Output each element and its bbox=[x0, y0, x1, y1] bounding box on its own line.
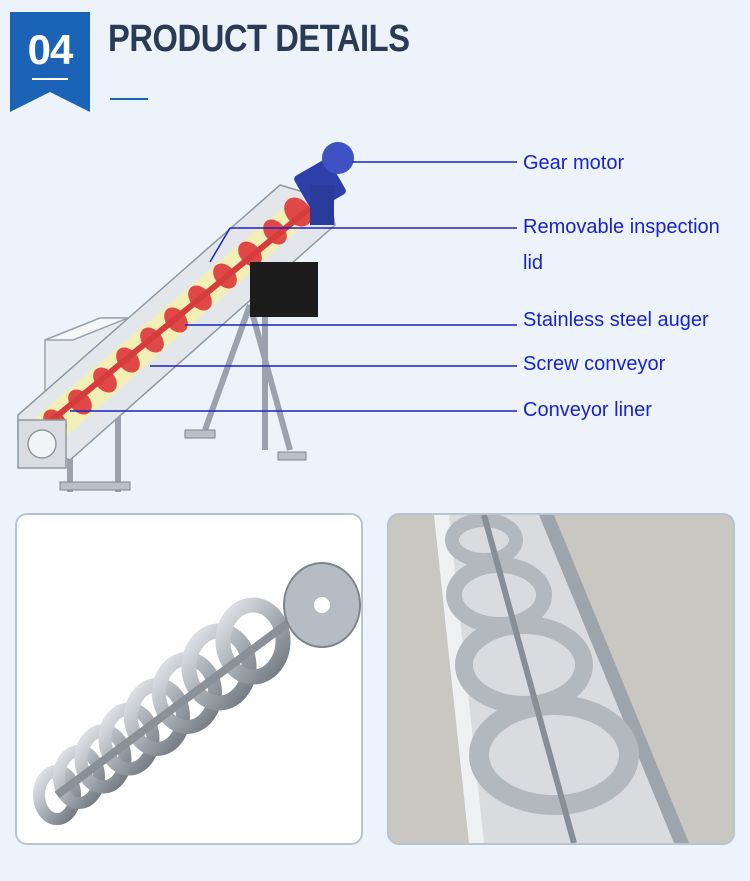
auger-photo bbox=[15, 513, 363, 845]
badge-underline bbox=[32, 78, 68, 80]
callout-inspection-lid-cont: lid bbox=[523, 252, 544, 274]
title-underline bbox=[110, 98, 148, 100]
page-title: PRODUCT DETAILS bbox=[108, 18, 410, 60]
support-frame bbox=[67, 303, 293, 492]
callout-inspection-lid: Removable inspection bbox=[523, 216, 720, 238]
discharge-end bbox=[17, 419, 67, 469]
trough-photo bbox=[387, 513, 735, 845]
callout-screw-conveyor: Screw conveyor bbox=[523, 353, 666, 375]
leg-feet bbox=[59, 429, 307, 491]
auger-spiral bbox=[33, 597, 291, 825]
callout-stainless-auger: Stainless steel auger bbox=[523, 309, 709, 331]
conveyor-illustration bbox=[17, 142, 517, 492]
conveyor-diagram: Gear motor Removable inspection lid Stai… bbox=[0, 130, 750, 500]
leader-lines bbox=[70, 161, 517, 412]
callout-conveyor-liner: Conveyor liner bbox=[523, 399, 652, 421]
section-badge: 04 bbox=[10, 12, 90, 112]
drive-box bbox=[250, 262, 318, 317]
gear-motor bbox=[294, 142, 354, 225]
section-number: 04 bbox=[27, 26, 74, 73]
auger-flights bbox=[38, 197, 312, 435]
callout-gear-motor: Gear motor bbox=[523, 152, 625, 174]
